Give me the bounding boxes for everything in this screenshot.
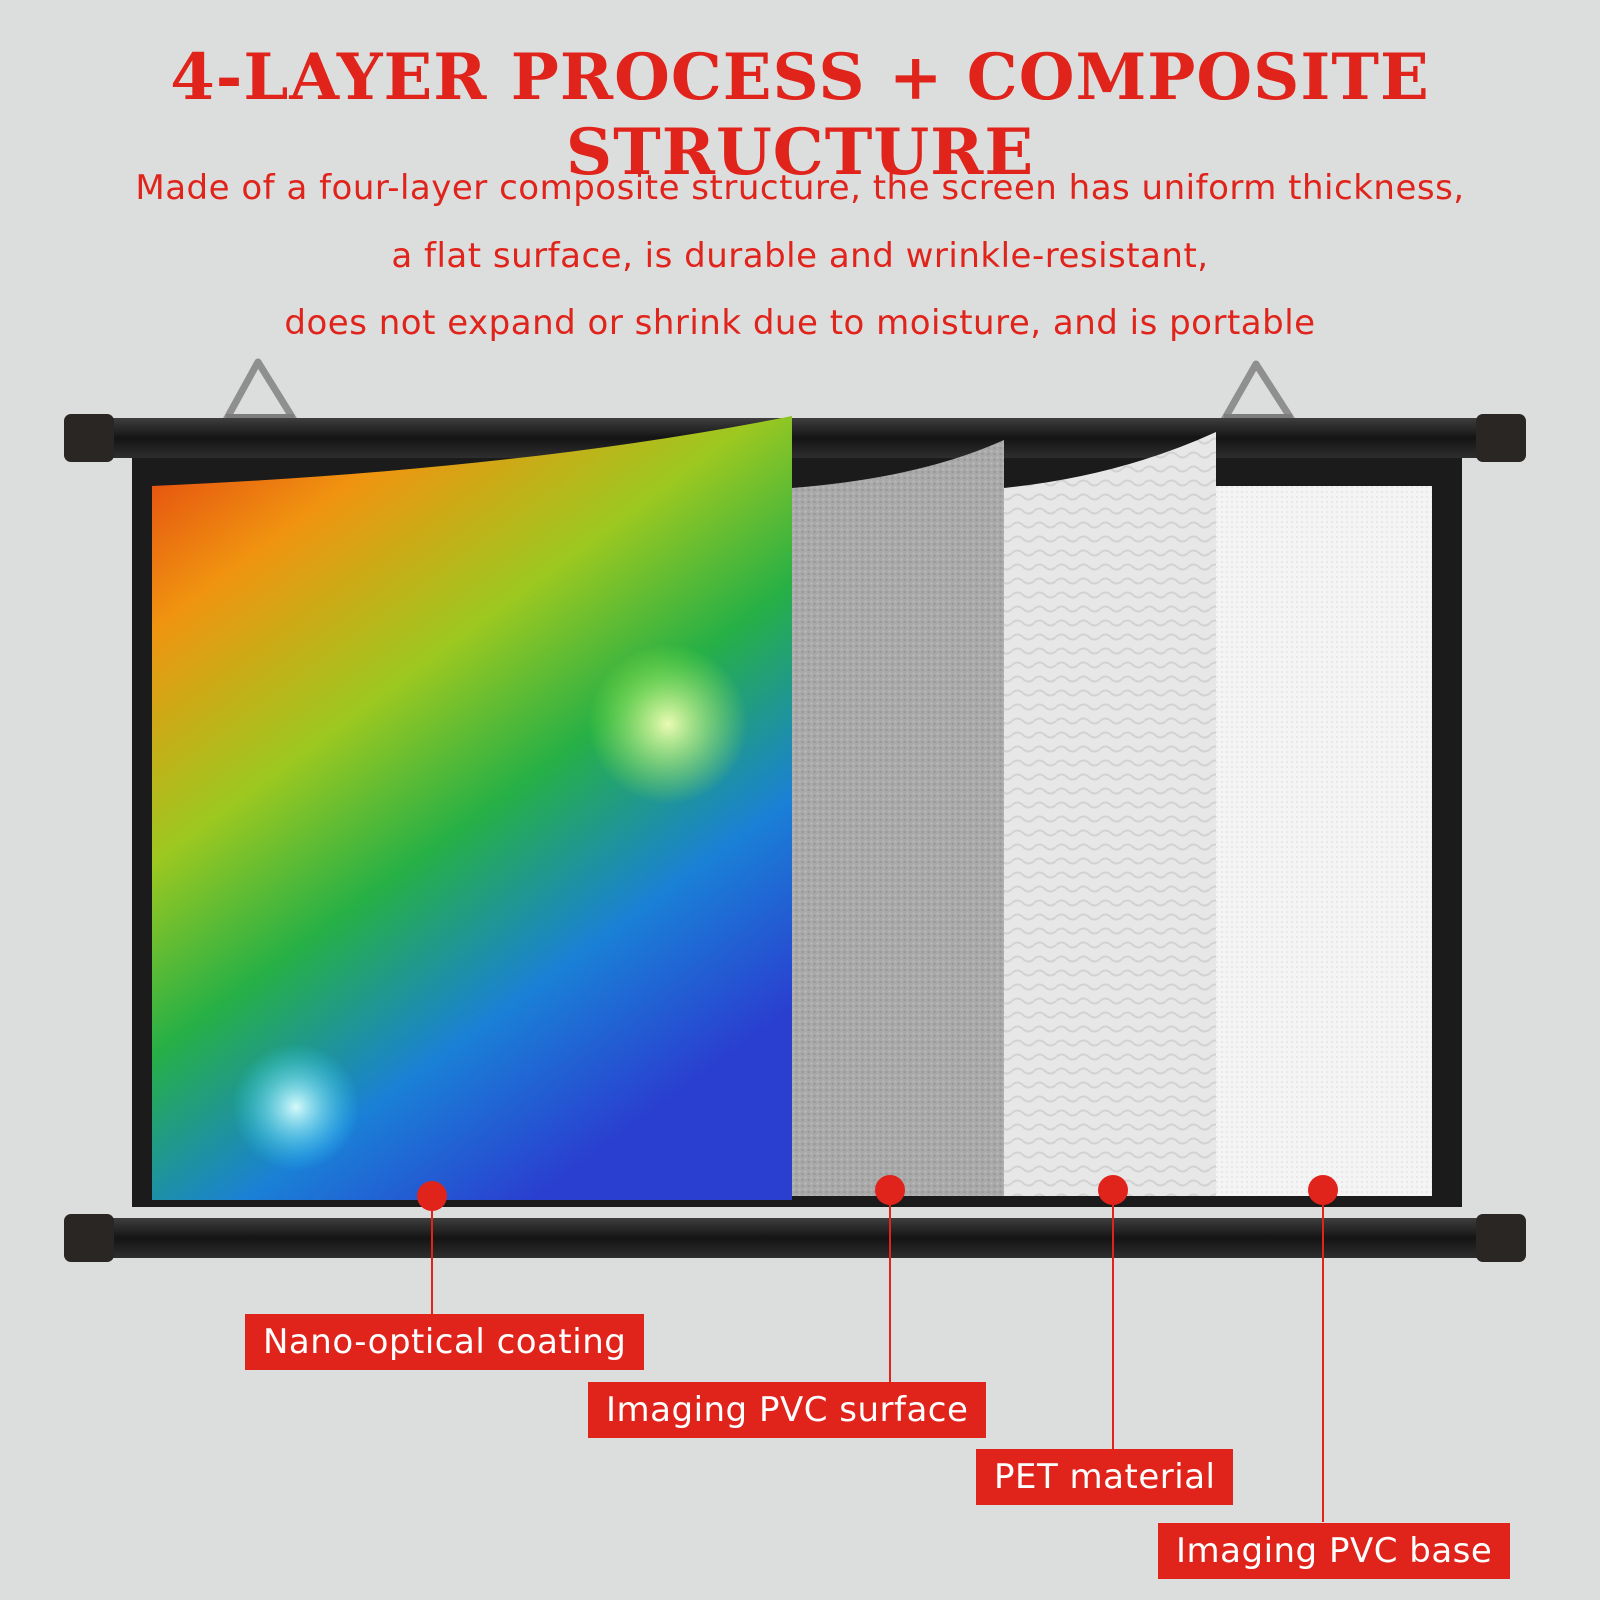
label-imaging-pvc-base: Imaging PVC base [1158,1523,1511,1579]
description-line-3: does not expand or shrink due to moistur… [284,303,1316,343]
layer-imaging-pvc-base [1210,486,1432,1196]
top-rod [64,414,1526,462]
label-imaging-pvc-surface: Imaging PVC surface [588,1382,987,1438]
callout-imaging-pvc-surface [875,1175,905,1384]
layer-nano-optical-coating [152,416,792,1200]
callout-nano-optical-coating [417,1181,447,1316]
label-pet-material: PET material [976,1449,1234,1505]
bottom-rod [64,1214,1526,1262]
callout-imaging-pvc-base [1308,1175,1338,1522]
page-title: 4-LAYER PROCESS + COMPOSITE STRUCTURE [170,40,1430,190]
callout-pet-material [1098,1175,1128,1450]
layer-pet-material [1004,432,1216,1196]
label-nano-optical-coating: Nano-optical coating [245,1314,645,1370]
layer-imaging-pvc-surface [792,440,1004,1196]
description-line-2: a flat surface, is durable and wrinkle-r… [391,236,1209,276]
description-line-1: Made of a four-layer composite structure… [135,168,1465,208]
